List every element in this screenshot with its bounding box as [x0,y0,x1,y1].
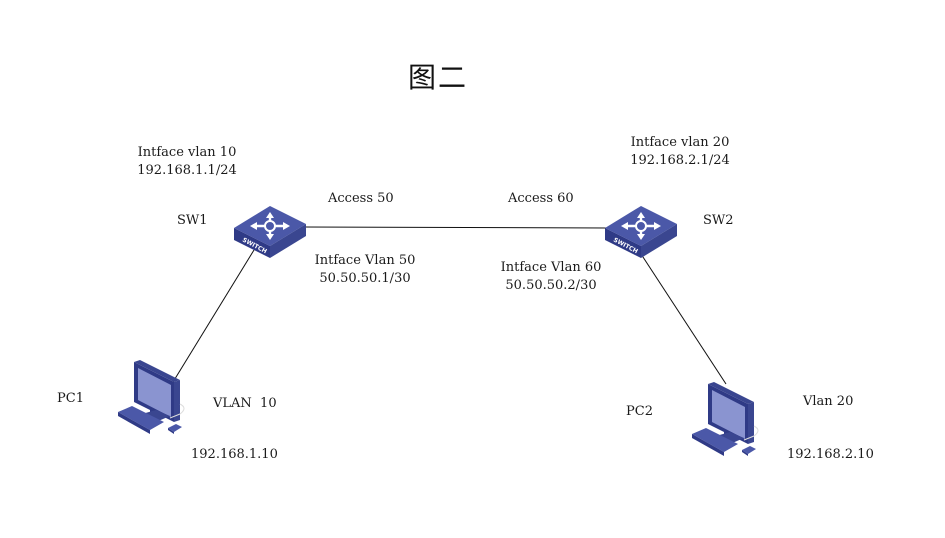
sw2-interface-label: Intface vlan 20 [630,135,730,150]
sw2-access-label: Access 60 [508,191,574,206]
switch-icon[interactable]: SWITCH [234,206,306,258]
pc1-ip-label: 192.168.1.10 [191,447,278,462]
pc1-name: PC1 [57,391,84,406]
link-sw1-pc1 [172,249,255,383]
sw2-ip-label: 192.168.2.1/24 [630,153,730,168]
pc-icon[interactable] [118,360,185,434]
sw1-name: SW1 [177,213,208,228]
sw2-name: SW2 [703,213,734,228]
pc2-vlan-label: Vlan 20 [803,394,854,409]
sw1-link-interface-label: Intface Vlan 50 [314,253,416,268]
diagram-title: 图二 [408,61,469,94]
sw1-link-ip-label: 50.50.50.1/30 [319,271,411,286]
switch-icon[interactable]: SWITCH [605,206,677,258]
link-sw1-sw2 [302,226,609,229]
pc2-ip-label: 192.168.2.10 [787,447,874,462]
sw1-access-label: Access 50 [328,191,394,206]
sw1-interface-label: Intface vlan 10 [137,145,237,160]
pc2-name: PC2 [626,404,653,419]
pc1-vlan-label: VLAN 10 [213,396,277,411]
sw1-ip-label: 192.168.1.1/24 [137,163,237,178]
link-sw2-pc2 [640,253,727,385]
sw2-link-interface-label: Intface Vlan 60 [500,260,602,275]
pc-icon[interactable] [692,382,759,456]
sw2-link-ip-label: 50.50.50.2/30 [505,278,597,293]
